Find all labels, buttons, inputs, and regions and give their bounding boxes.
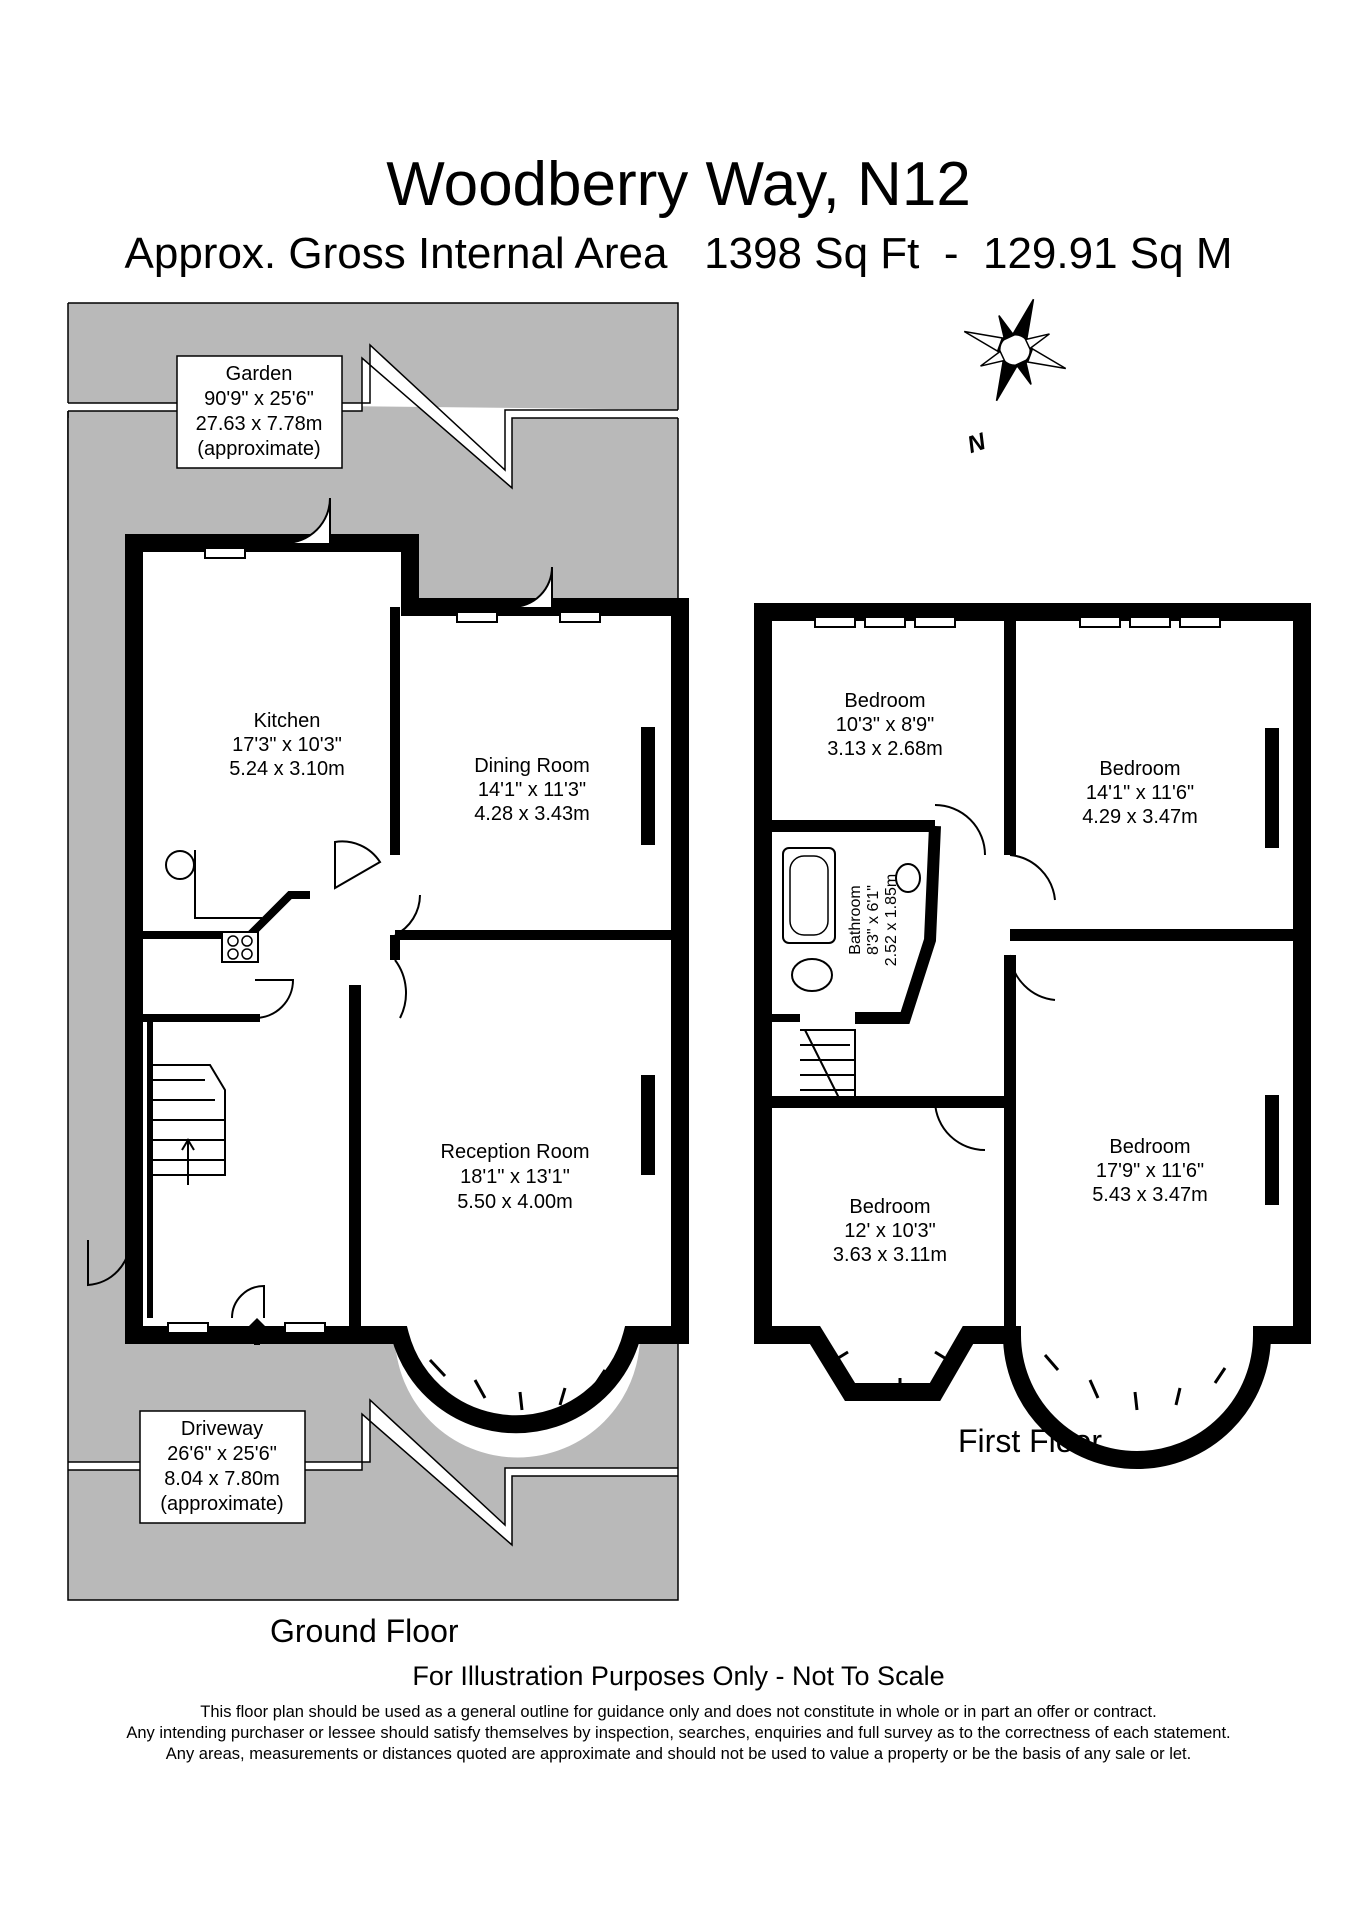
bathroom-metric: 2.52 x 1.85m <box>883 874 900 967</box>
ground-floor-building <box>87 497 689 1458</box>
garden-label-box <box>176 355 343 469</box>
disclaimer-line: This floor plan should be used as a gene… <box>200 1703 1157 1721</box>
ground-floor-label: Ground Floor <box>270 1613 459 1649</box>
driveway-note: (approximate) <box>160 1493 283 1515</box>
bedroom-1-name: Bedroom <box>844 690 925 712</box>
reception-room-imperial: 18'1" x 13'1" <box>460 1166 570 1188</box>
garden-name: Garden <box>226 363 293 385</box>
area-sqm: 129.91 Sq M <box>982 229 1233 278</box>
dining-room-imperial: 14'1" x 11'3" <box>478 779 586 801</box>
dining-room-metric: 4.28 x 3.43m <box>474 803 590 825</box>
area-separator: - <box>943 229 959 278</box>
garden-imperial: 90'9" x 25'6" <box>204 388 314 410</box>
driveway-name: Driveway <box>181 1418 263 1440</box>
disclaimer-line: Any intending purchaser or lessee should… <box>126 1724 1231 1742</box>
garden-metric: 27.63 x 7.78m <box>196 413 323 435</box>
driveway-metric: 8.04 x 7.80m <box>164 1468 280 1490</box>
bathroom-name: Bathroom <box>847 885 864 954</box>
page-title: Woodberry Way, N12 <box>386 150 971 219</box>
bedroom-3-name: Bedroom <box>849 1196 930 1218</box>
bedroom-1-imperial: 10'3" x 8'9" <box>836 714 935 736</box>
bedroom-2-metric: 4.29 x 3.47m <box>1082 806 1198 828</box>
kitchen-metric: 5.24 x 3.10m <box>229 758 345 780</box>
kitchen-imperial: 17'3" x 10'3" <box>232 734 342 756</box>
compass-rose-icon <box>963 298 1067 402</box>
bedroom-4-name: Bedroom <box>1109 1136 1190 1158</box>
bedroom-2-imperial: 14'1" x 11'6" <box>1086 782 1194 804</box>
illustration-note: For Illustration Purposes Only - Not To … <box>412 1661 945 1691</box>
dining-room-name: Dining Room <box>474 755 590 777</box>
driveway-label-box <box>139 1410 306 1524</box>
bedroom-1-metric: 3.13 x 2.68m <box>827 738 943 760</box>
disclaimer-line: Any areas, measurements or distances quo… <box>165 1745 1192 1763</box>
bedroom-3-metric: 3.63 x 3.11m <box>833 1244 947 1266</box>
garden-note: (approximate) <box>197 438 320 460</box>
bedroom-4-metric: 5.43 x 3.47m <box>1092 1184 1208 1206</box>
area-sqft: 1398 Sq Ft <box>704 229 920 278</box>
reception-room-name: Reception Room <box>441 1141 590 1163</box>
disclaimer: This floor plan should be used as a gene… <box>0 1702 1357 1765</box>
gross-area: Approx. Gross Internal Area 1398 Sq Ft -… <box>0 228 1357 280</box>
bedroom-2-name: Bedroom <box>1099 758 1180 780</box>
first-floor-building <box>754 603 1311 1469</box>
first-floor-label: First Floor <box>958 1423 1102 1459</box>
driveway-imperial: 26'6" x 25'6" <box>167 1443 277 1465</box>
bathroom-imperial: 8'3" x 6'1" <box>865 885 882 955</box>
kitchen-name: Kitchen <box>254 710 321 732</box>
reception-room-metric: 5.50 x 4.00m <box>457 1191 573 1213</box>
area-label: Approx. Gross Internal Area <box>124 229 668 278</box>
bedroom-4-imperial: 17'9" x 11'6" <box>1096 1160 1204 1182</box>
bedroom-3-imperial: 12' x 10'3" <box>844 1220 935 1242</box>
